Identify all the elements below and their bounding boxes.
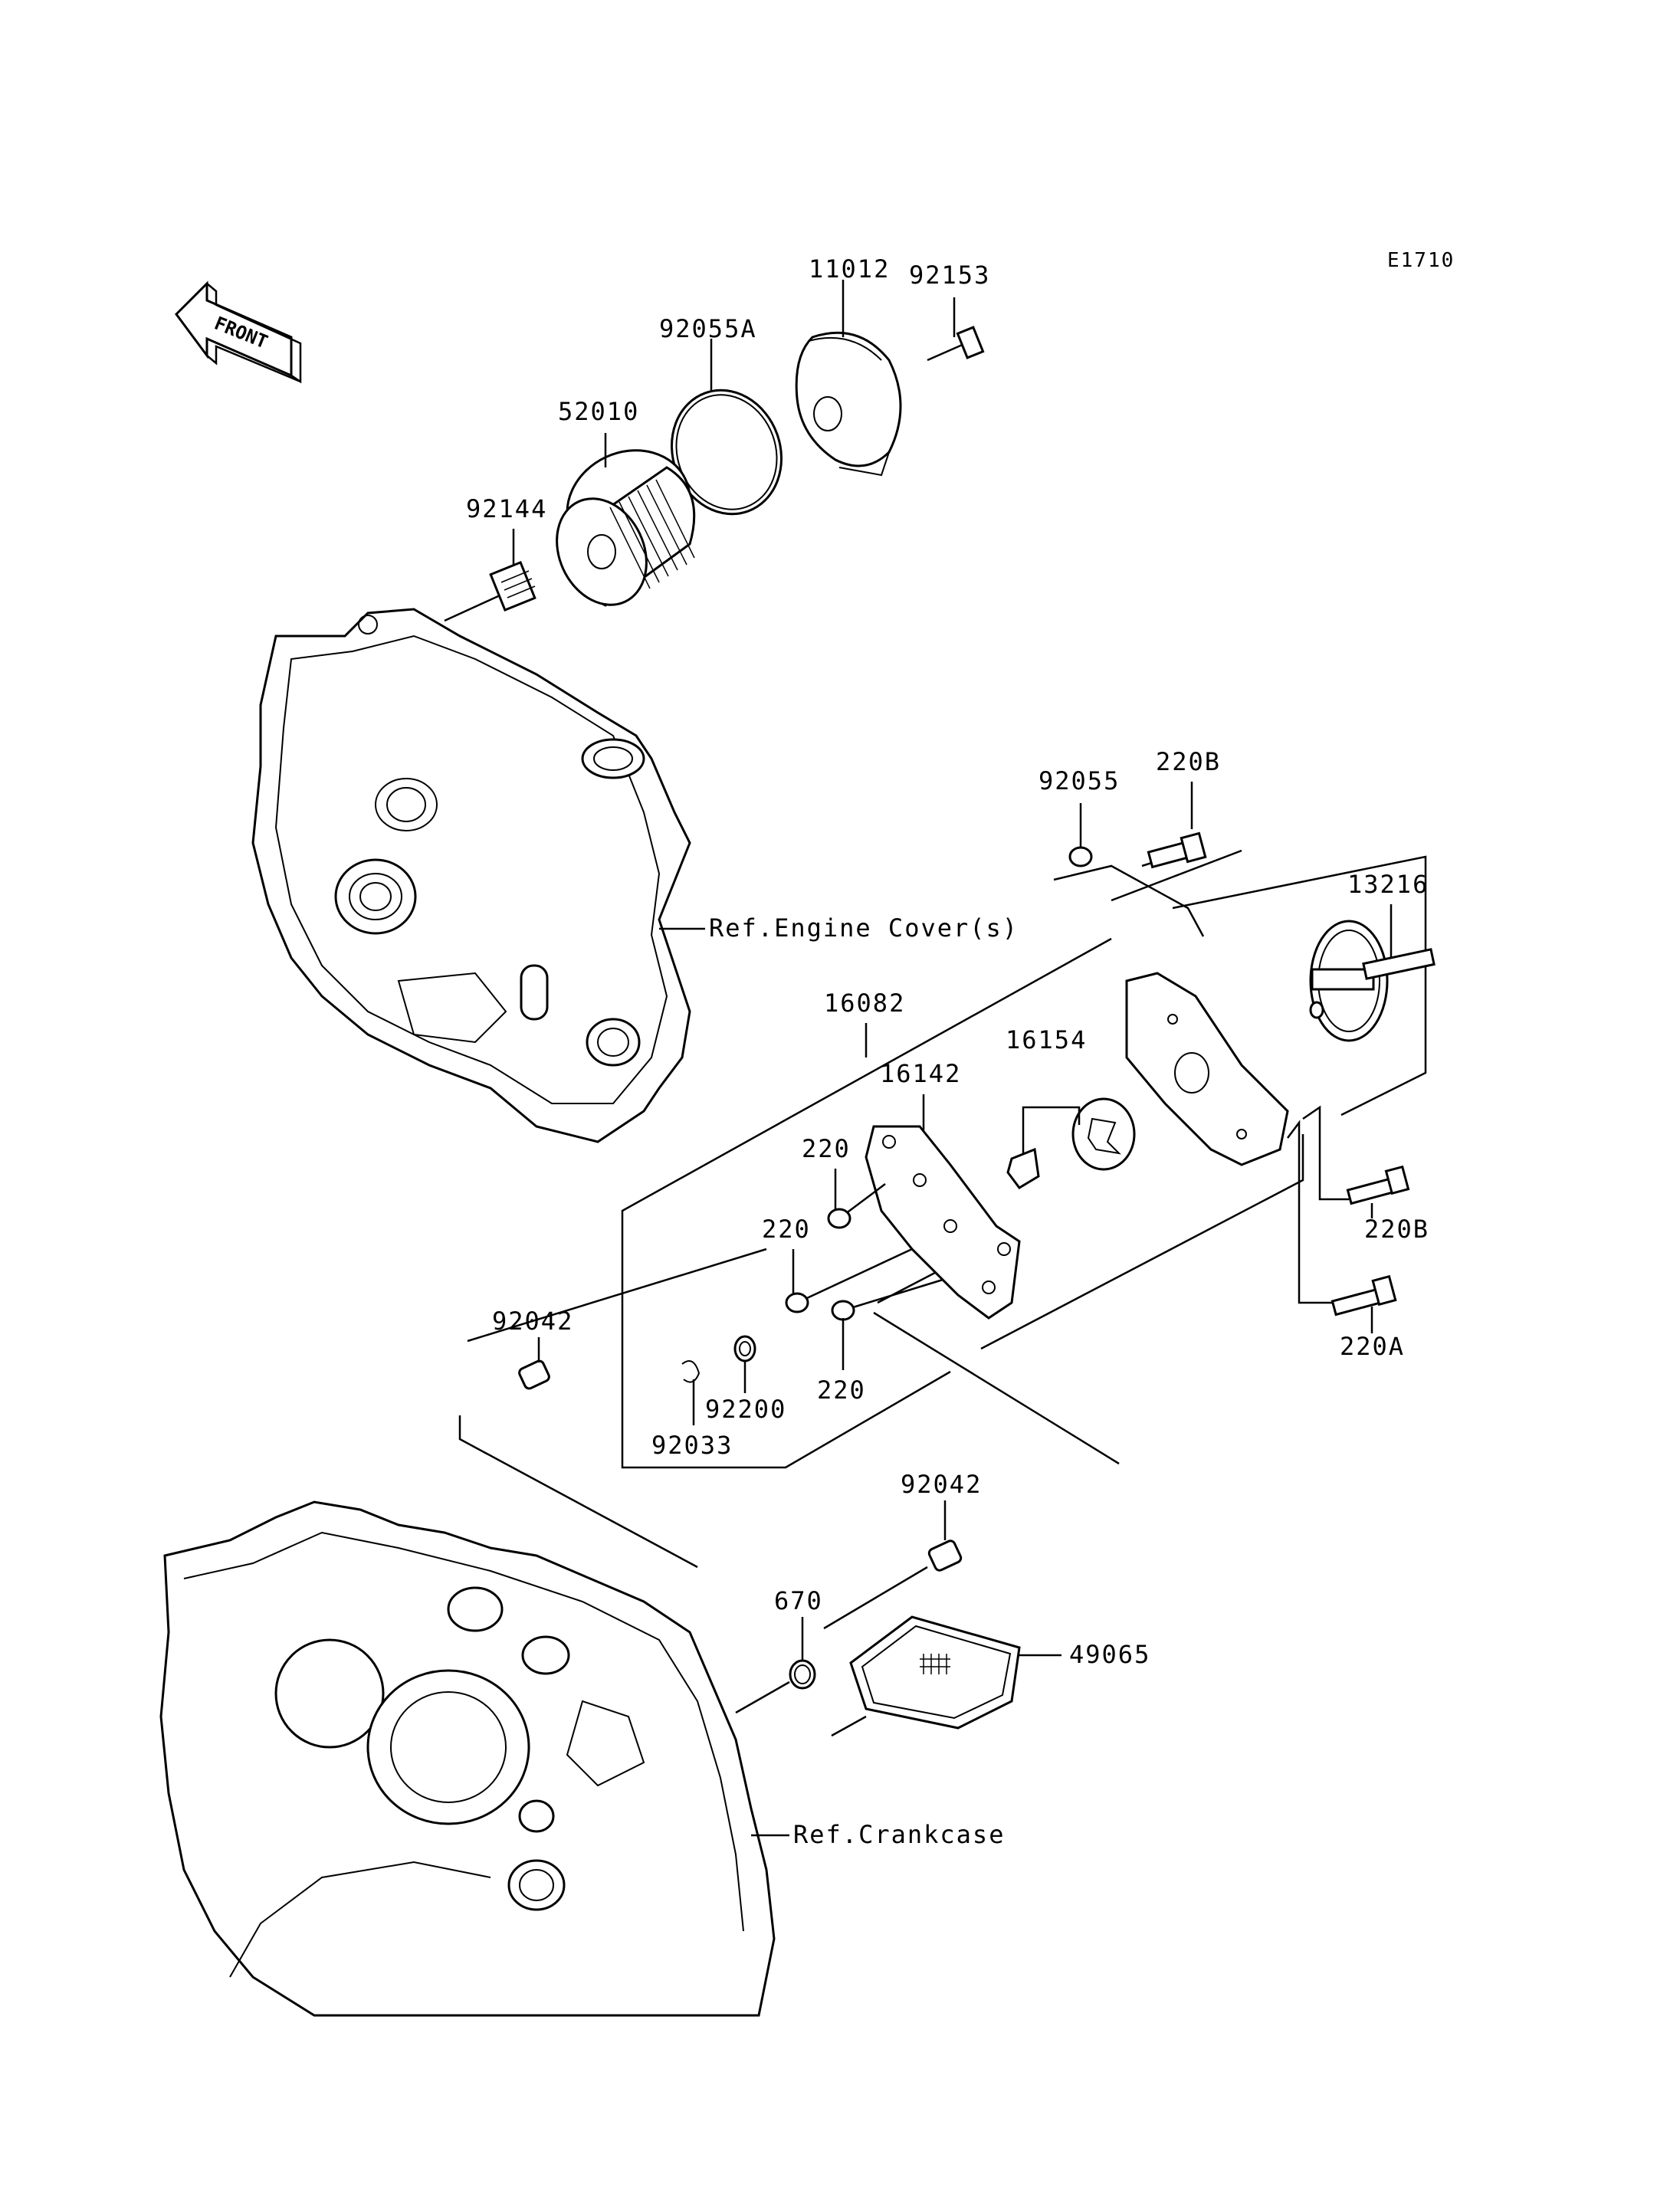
leader-lines — [512, 280, 1393, 1661]
label-220-b: 220 — [762, 1215, 811, 1244]
label-52010: 52010 — [558, 397, 639, 426]
label-220b-top: 220B — [1156, 747, 1221, 776]
label-13216: 13216 — [1347, 870, 1429, 899]
cover-plate-16142-part — [865, 1125, 1021, 1320]
label-220-a: 220 — [802, 1134, 851, 1163]
label-16082: 16082 — [824, 989, 905, 1018]
bolt-220b-right-part — [1346, 1165, 1410, 1205]
bolt-92153-part — [927, 326, 985, 362]
label-11012: 11012 — [809, 254, 890, 284]
circlip-92033-part — [681, 1360, 701, 1383]
engine-cover-reference — [251, 608, 691, 1143]
label-670: 670 — [774, 1586, 823, 1615]
dowel-92042-right-part — [927, 1540, 963, 1572]
label-220b-right: 220B — [1364, 1215, 1429, 1244]
ref-crankcase-label: Ref.Crankcase — [793, 1820, 1005, 1849]
screw-220-c-part — [831, 1278, 943, 1321]
spring-92144-part — [444, 561, 536, 622]
label-92144: 92144 — [466, 494, 547, 523]
bolt-220a-part — [1331, 1274, 1397, 1317]
gear-shaft-13216-part — [1309, 920, 1436, 1042]
pump-body-part — [1125, 972, 1289, 1166]
label-49065: 49065 — [1069, 1640, 1150, 1669]
ref-engine-cover-label: Ref.Engine Cover(s) — [709, 913, 1019, 943]
front-arrow-icon: FRONT — [175, 280, 302, 384]
bolt-220b-top-part — [1141, 831, 1207, 869]
label-220-c: 220 — [817, 1376, 866, 1405]
label-92042-left: 92042 — [492, 1307, 573, 1336]
label-92055: 92055 — [1039, 766, 1120, 795]
label-92042-right: 92042 — [901, 1470, 982, 1499]
label-16142: 16142 — [880, 1059, 961, 1088]
oil-filter-part — [556, 449, 696, 607]
label-92055a: 92055A — [659, 314, 757, 343]
label-220a: 220A — [1340, 1332, 1405, 1361]
screen-49065-part — [831, 1615, 1061, 1737]
label-92153: 92153 — [909, 261, 990, 290]
label-92033: 92033 — [651, 1431, 733, 1460]
diagram-code: E1710 — [1387, 249, 1455, 272]
label-16154: 16154 — [1006, 1025, 1087, 1054]
rotor-16154-part — [1006, 1097, 1136, 1189]
label-92200: 92200 — [705, 1395, 786, 1424]
dowel-92042-left-part — [518, 1359, 550, 1390]
screw-220-a-part — [827, 1183, 886, 1229]
screw-220-b-part — [785, 1248, 913, 1313]
filter-cap-part — [795, 331, 902, 477]
washer-92200-part — [733, 1335, 756, 1362]
washer-92055-part — [1068, 846, 1093, 867]
crankcase-reference — [159, 1500, 776, 2017]
